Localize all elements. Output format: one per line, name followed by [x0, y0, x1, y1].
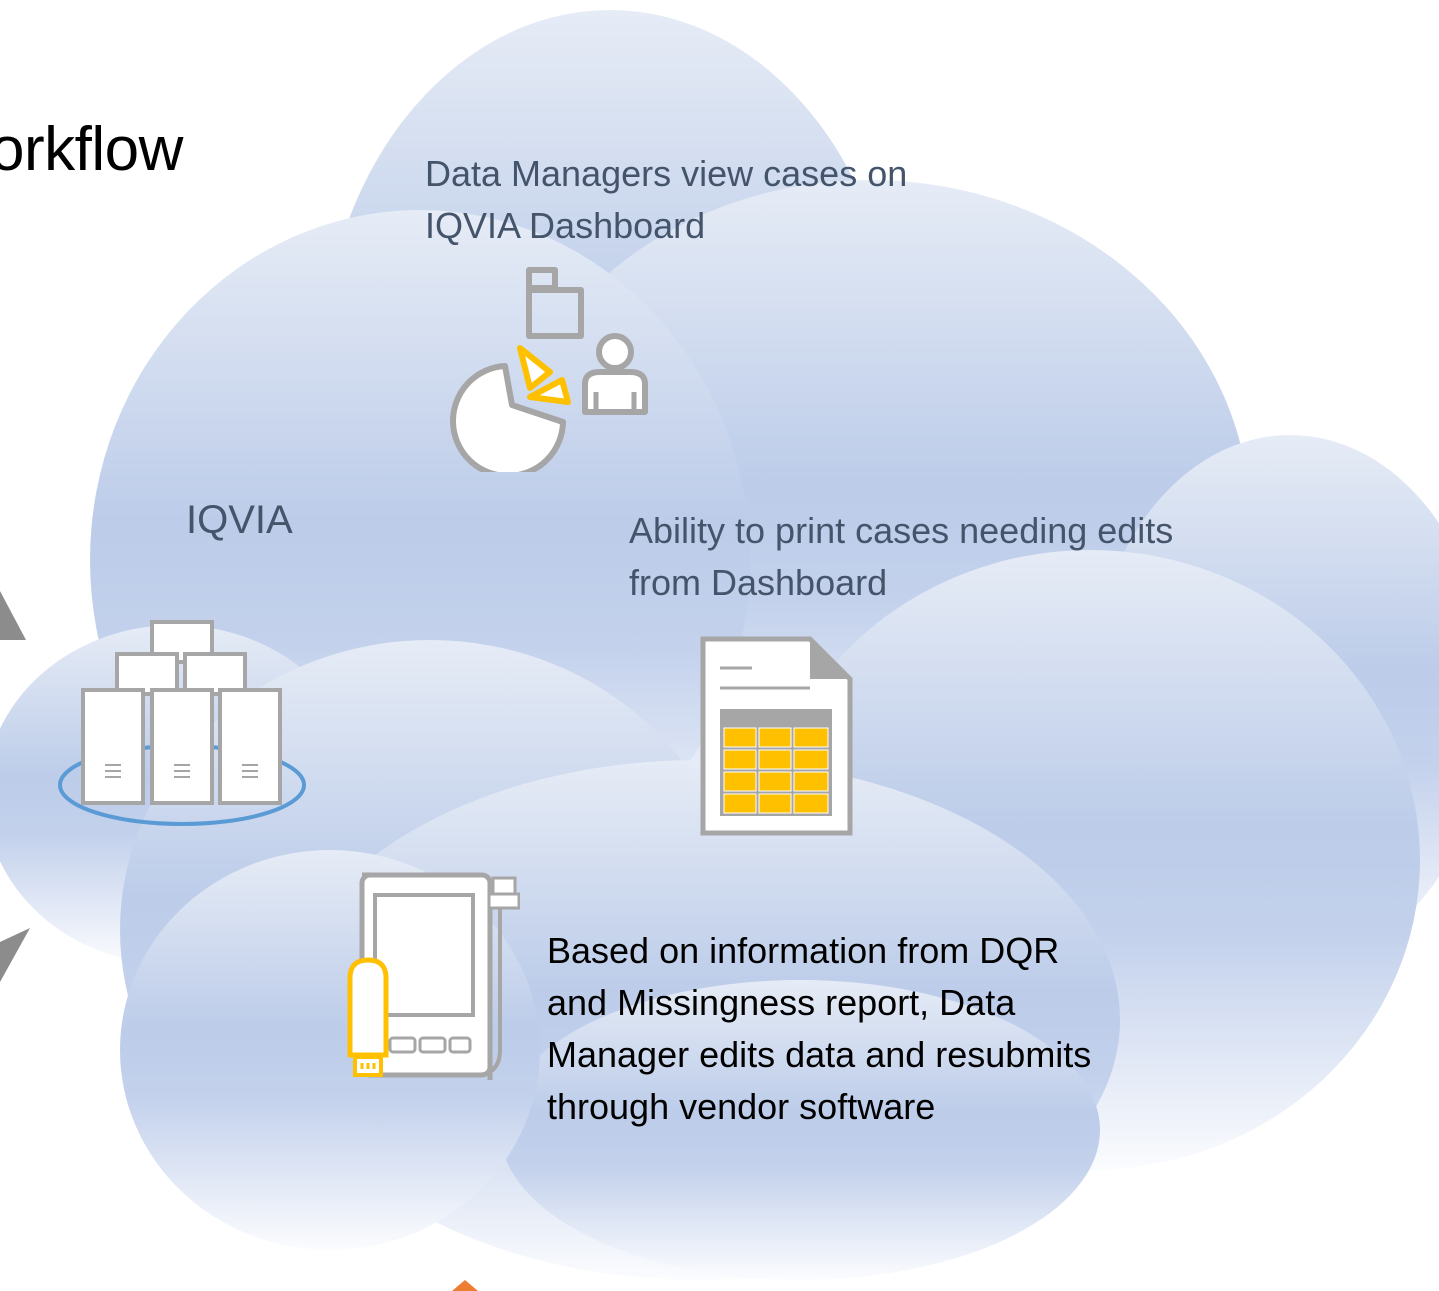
server-cluster-icon — [58, 620, 306, 826]
step-print-cases-text: Ability to print cases needing edits fro… — [629, 510, 1174, 603]
arrow-upper-icon — [0, 591, 26, 640]
report-document-icon — [700, 636, 853, 836]
step-edit-resubmit-text: Based on information from DQR and Missin… — [547, 930, 1092, 1127]
step-view-dashboard-text: Data Managers view cases on IQVIA Dashbo… — [425, 153, 908, 246]
dashboard-analyst-icon — [450, 267, 648, 472]
tablet-usb-icon — [347, 872, 520, 1080]
slide-title: orkflow — [0, 115, 183, 184]
arrow-lower-icon — [0, 928, 30, 982]
arrow-orange-icon — [452, 1280, 478, 1291]
cloud-title: IQVIA — [186, 498, 293, 542]
